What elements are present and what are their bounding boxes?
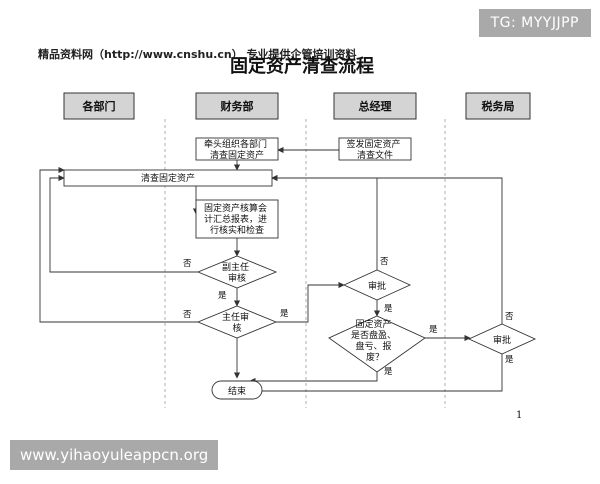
node-n4-line-3: 行核实和检查 bbox=[210, 224, 264, 236]
edge-n8-end bbox=[249, 372, 378, 385]
edge-label-n5-no: 否 bbox=[183, 259, 192, 269]
edge-n7-n6 bbox=[276, 281, 345, 323]
header-note: 精品资料网（http://www.cnshu.cn） 专业提供企管培训资料 bbox=[38, 47, 357, 61]
node-n9-line-1: 审批 bbox=[493, 334, 511, 346]
lane-gm: 总经理 bbox=[333, 92, 417, 120]
node-n7-line-2: 核 bbox=[232, 322, 241, 334]
svg-text:牵头组织各部门 清查固定资产: 牵头组织各部门 清查固定资产 bbox=[204, 138, 270, 161]
node-n8: 固定资产 是否盘盈、 盘亏、报 废？ bbox=[328, 315, 426, 373]
lane-finance: 财务部 bbox=[195, 92, 279, 120]
edge-label-n7-yes: 是 bbox=[280, 309, 289, 319]
lane-dept: 各部门 bbox=[63, 92, 135, 120]
node-n2-line-1: 签发固定资产 bbox=[347, 138, 401, 150]
node-n3-line-1: 清查固定资产 bbox=[141, 172, 195, 184]
node-n10: 结束 bbox=[211, 380, 263, 400]
svg-text:副主任 审核: 副主任 审核 bbox=[222, 261, 252, 284]
watermark-bottom: www.yihaoyuleappcn.org bbox=[10, 440, 219, 470]
lane-dept-label: 各部门 bbox=[82, 99, 116, 113]
edge-n7-n3 bbox=[39, 166, 198, 323]
edge-label-n6-yes: 是 bbox=[384, 304, 393, 314]
page-title: 固定资产清查流程 bbox=[230, 55, 374, 77]
lane-finance-label: 财务部 bbox=[220, 99, 254, 113]
node-n5: 副主任 审核 bbox=[196, 255, 278, 289]
edge-n6-n3 bbox=[271, 174, 378, 270]
node-n4: 固定资产核算会 计汇总报表，进 行核实和检查 bbox=[195, 199, 279, 239]
edge-label-n8-end: 是 bbox=[384, 367, 393, 377]
node-n8-line-3: 盘亏、报 bbox=[356, 340, 392, 352]
edge-label-n7-no: 否 bbox=[183, 310, 192, 320]
lane-tax-label: 税务局 bbox=[482, 99, 515, 113]
node-n8-line-1: 固定资产 bbox=[356, 318, 392, 330]
edge-label-n9-yes: 是 bbox=[505, 355, 514, 365]
node-n6-line-1: 审批 bbox=[368, 280, 386, 292]
edge-n9-n3 bbox=[271, 174, 503, 324]
node-n1-line-1: 牵头组织各部门 bbox=[204, 138, 267, 150]
node-n7-line-1: 主任审 bbox=[222, 311, 249, 323]
node-n5-line-1: 副主任 bbox=[222, 261, 249, 273]
node-n1-line-2: 清查固定资产 bbox=[210, 149, 264, 161]
node-n5-line-2: 审核 bbox=[228, 272, 246, 284]
page-number: 1 bbox=[516, 410, 522, 421]
lane-tax: 税务局 bbox=[465, 92, 531, 120]
node-n2-line-2: 清查文件 bbox=[357, 149, 393, 161]
node-n1: 牵头组织各部门 清查固定资产 bbox=[195, 137, 279, 161]
node-n3: 清查固定资产 bbox=[63, 169, 273, 187]
svg-text:签发固定资产 清查文件: 签发固定资产 清查文件 bbox=[347, 138, 404, 161]
node-n8-line-4: 废？ bbox=[366, 351, 384, 363]
watermark-top: TG: MYYJJPP bbox=[478, 9, 591, 37]
node-n10-line-1: 结束 bbox=[228, 385, 246, 397]
edge-n5-n3 bbox=[49, 174, 198, 273]
svg-text:固定资产 是否盘盈、 盘亏、报: 固定资产 是否盘盈、 盘亏、报 废？ bbox=[351, 318, 399, 363]
edge-label-n5-yes: 是 bbox=[218, 291, 227, 301]
edge-n9-end bbox=[249, 354, 503, 395]
edge-label-n6-no: 否 bbox=[380, 257, 389, 267]
node-n4-line-1: 固定资产核算会 bbox=[204, 202, 267, 214]
svg-text:主任审 核: 主任审 核 bbox=[222, 311, 252, 334]
node-n7: 主任审 核 bbox=[196, 305, 278, 339]
node-n4-line-2: 计汇总报表，进 bbox=[204, 213, 267, 225]
edge-label-n8-yes: 是 bbox=[429, 325, 438, 335]
node-n8-line-2: 是否盘盈、 bbox=[351, 329, 396, 341]
edge-label-n9-no: 否 bbox=[505, 312, 514, 322]
node-n2: 签发固定资产 清查文件 bbox=[338, 137, 412, 161]
svg-text:固定资产核算会 计汇总报表，进 行核: 固定资产核算会 计汇总报表，进 行核实和检查 bbox=[204, 202, 270, 236]
node-n9: 审批 bbox=[467, 323, 537, 355]
node-n6: 审批 bbox=[342, 269, 412, 301]
lane-gm-label: 总经理 bbox=[359, 99, 392, 113]
